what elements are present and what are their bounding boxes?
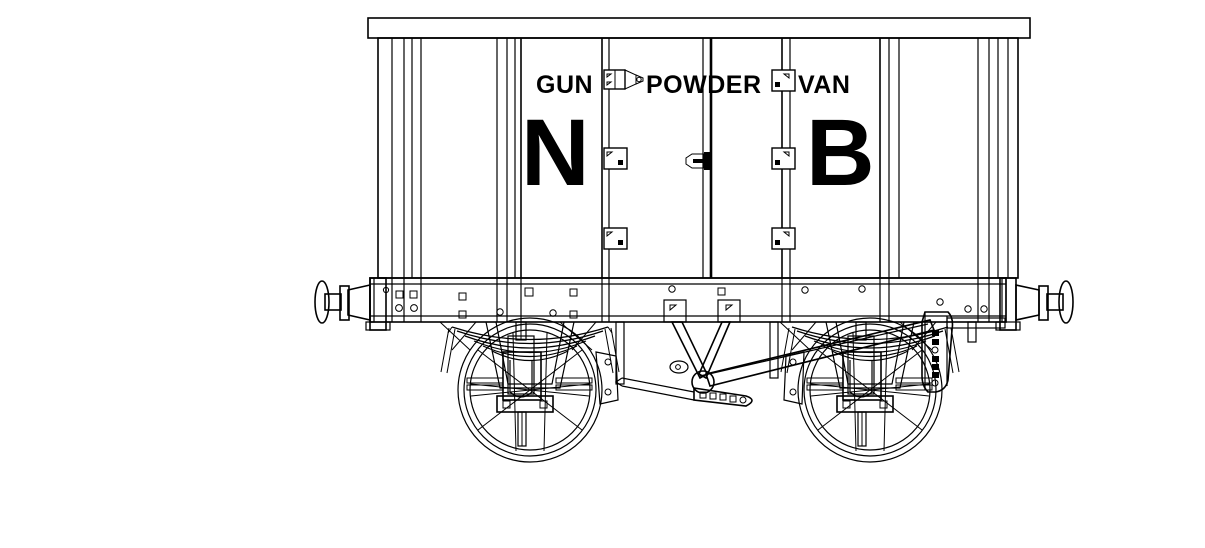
door-hinge-lower-left	[603, 227, 628, 250]
brake-lever-ratchet[interactable]	[921, 311, 954, 393]
v-hanger	[663, 299, 741, 394]
solebar-straps	[391, 278, 990, 322]
axlebox-left	[496, 321, 554, 447]
legend-word-gun: GUN	[536, 71, 593, 99]
door-hinge-upper-right	[771, 69, 796, 92]
body-planking-right	[879, 38, 1009, 278]
roof	[367, 17, 1031, 39]
legend-word-powder: POWDER	[646, 71, 762, 99]
wheel-spokes-right	[810, 332, 930, 452]
door-hinge-upper-left	[603, 69, 644, 90]
door-hinge-middle-right	[771, 147, 796, 170]
door-hinge-middle-left	[603, 147, 628, 170]
brake-safety-loop	[614, 360, 753, 407]
bearing-plate-left	[595, 351, 619, 405]
initial-letter-b: B	[806, 100, 875, 206]
door-centre-stile	[702, 38, 713, 278]
brake-shoe-left	[466, 377, 593, 391]
legend-word-van: VAN	[798, 71, 850, 99]
initial-letter-n: N	[521, 100, 590, 206]
buffer-right	[1015, 280, 1074, 324]
wheel-assembly-left	[439, 317, 620, 463]
truss-left	[439, 321, 597, 351]
brake-shoe-right	[806, 377, 933, 391]
spring-hangers-left	[440, 327, 620, 374]
body-planking-left	[391, 38, 522, 278]
w-iron-left	[485, 321, 575, 389]
axlebox-right	[836, 321, 894, 447]
door-latch-handle[interactable]	[685, 152, 710, 170]
door-hinge-lower-right	[771, 227, 796, 250]
solebar-rivets	[382, 285, 988, 319]
bearing-plate-right	[783, 351, 805, 405]
underframe-cross-members	[615, 321, 977, 385]
buffer-left	[314, 280, 371, 324]
